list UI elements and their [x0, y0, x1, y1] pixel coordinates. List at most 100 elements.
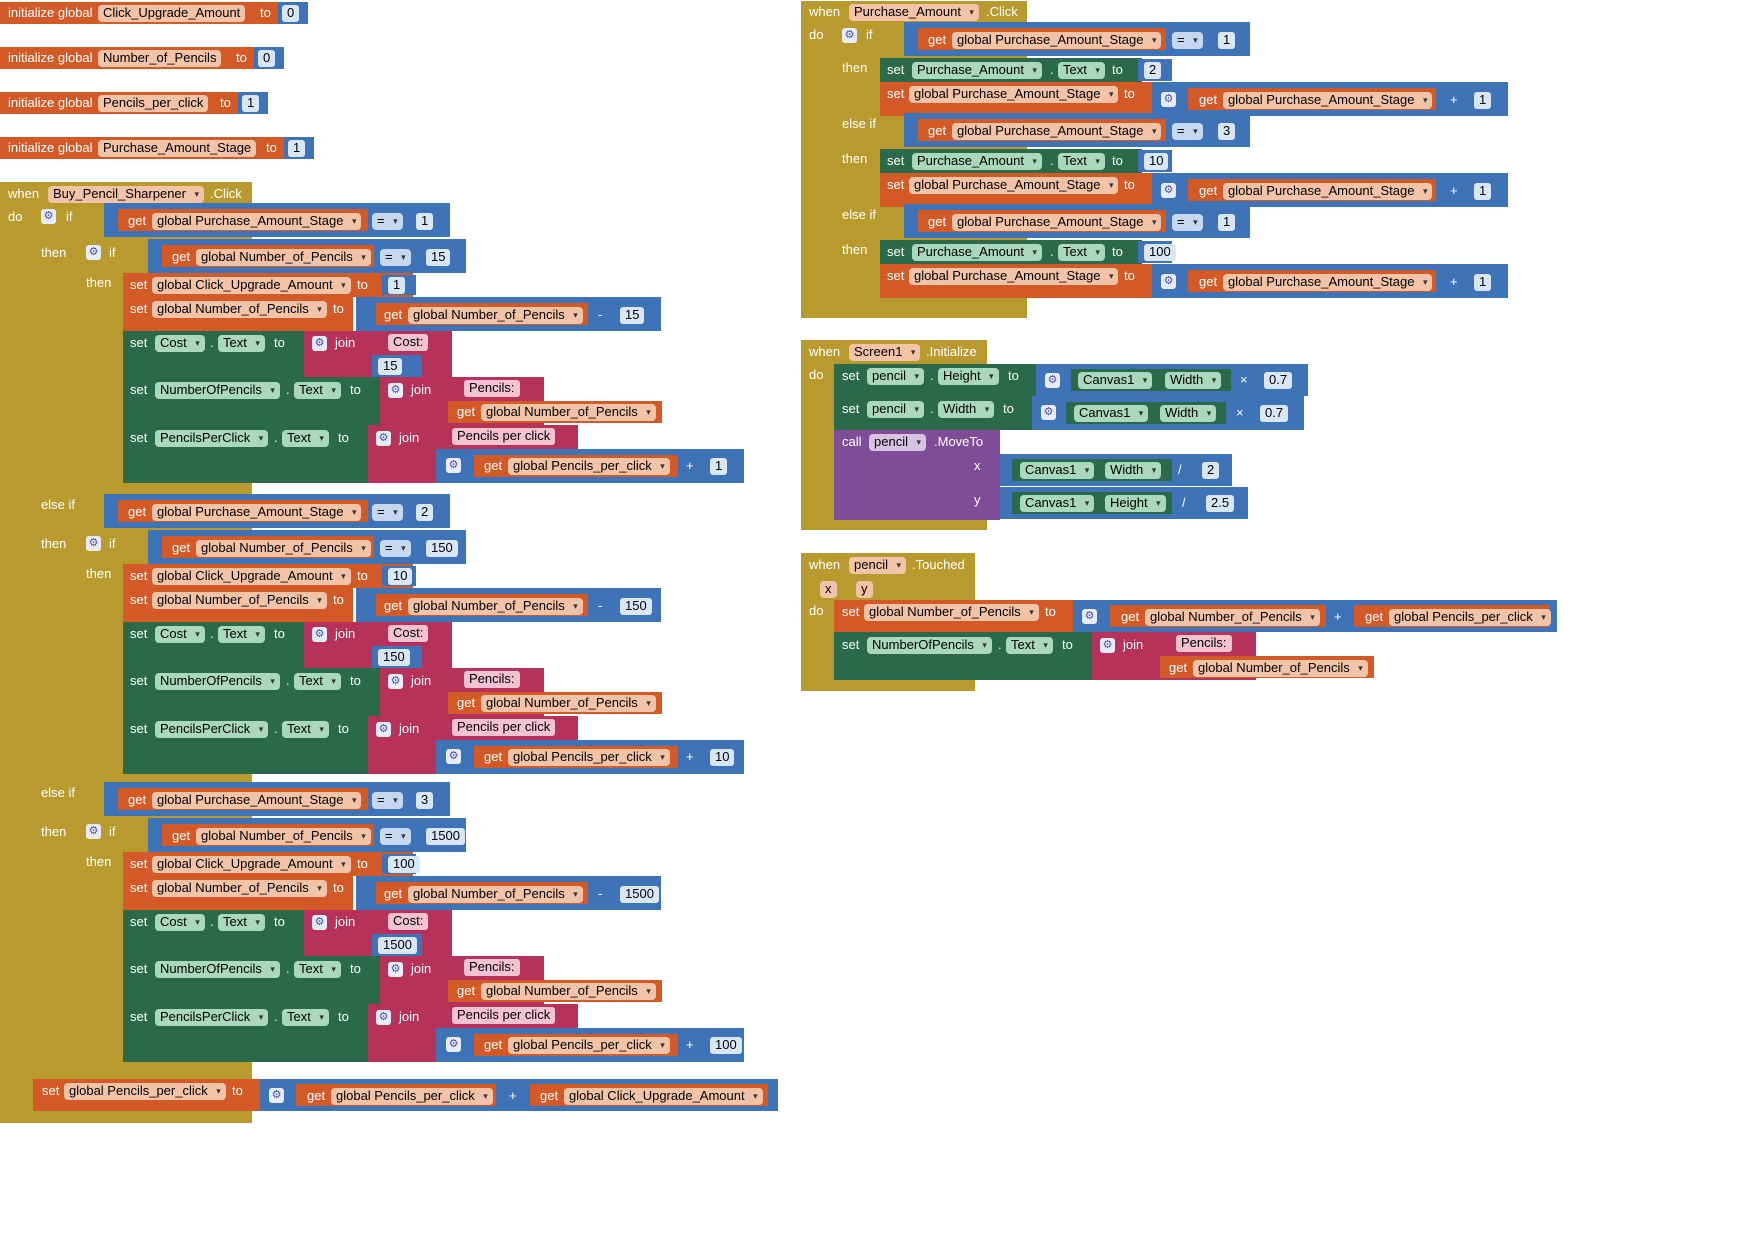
variable-dropdown[interactable]: global Pencils_per_click — [64, 1083, 226, 1100]
property-dropdown[interactable]: Text — [1058, 244, 1105, 261]
number-field[interactable]: 1 — [1474, 183, 1492, 200]
property-dropdown[interactable]: Text — [1006, 637, 1053, 654]
mutator-gear-icon[interactable]: ⚙ — [446, 1037, 461, 1052]
variable-dropdown[interactable]: global Number_of_Pencils — [196, 540, 371, 557]
number-field[interactable]: 150 — [620, 598, 652, 615]
compare-operator-dropdown[interactable]: = — [372, 504, 403, 521]
mutator-gear-icon[interactable]: ⚙ — [41, 209, 56, 224]
text-field[interactable]: Pencils: — [464, 380, 520, 397]
component-dropdown[interactable]: Purchase_Amount — [912, 153, 1042, 170]
component-dropdown[interactable]: pencil — [849, 557, 906, 574]
variable-dropdown[interactable]: global Number_of_Pencils — [408, 307, 583, 324]
mutator-gear-icon[interactable]: ⚙ — [388, 962, 403, 977]
property-dropdown[interactable]: Text — [1058, 153, 1105, 170]
component-dropdown[interactable]: Canvas1 — [1020, 462, 1095, 479]
variable-dropdown[interactable]: global Pencils_per_click — [331, 1088, 493, 1105]
text-field[interactable]: Cost: — [388, 334, 429, 351]
text-field[interactable]: Pencils: — [1176, 635, 1232, 652]
number-field[interactable]: 100 — [388, 856, 420, 873]
variable-dropdown[interactable]: global Number_of_Pencils — [864, 604, 1039, 621]
component-dropdown[interactable]: PencilsPerClick — [155, 1009, 269, 1026]
component-dropdown[interactable]: pencil — [867, 368, 924, 385]
variable-dropdown[interactable]: global Purchase_Amount_Stage — [1223, 92, 1433, 109]
number-field[interactable]: 1 — [1218, 32, 1236, 49]
variable-dropdown[interactable]: global Number_of_Pencils — [196, 828, 371, 845]
variable-dropdown[interactable]: global Number_of_Pencils — [481, 695, 656, 712]
component-dropdown[interactable]: Canvas1 — [1020, 495, 1095, 512]
variable-name-field[interactable]: Number_of_Pencils — [98, 50, 222, 67]
component-dropdown[interactable]: Canvas1 — [1078, 372, 1153, 389]
number-field[interactable]: 0.7 — [1264, 372, 1293, 389]
variable-dropdown[interactable]: global Click_Upgrade_Amount — [152, 568, 351, 585]
number-field[interactable]: 1500 — [620, 886, 659, 903]
property-dropdown[interactable]: Text — [294, 961, 341, 978]
number-field[interactable]: 10 — [710, 749, 735, 766]
text-field[interactable]: Pencils: — [464, 671, 520, 688]
variable-dropdown[interactable]: global Number_of_Pencils — [1145, 609, 1320, 626]
mutator-gear-icon[interactable]: ⚙ — [1161, 183, 1176, 198]
set-component-property-block[interactable] — [123, 910, 305, 956]
number-field[interactable]: 2.5 — [1206, 495, 1235, 512]
component-dropdown[interactable]: pencil — [869, 434, 926, 451]
number-field[interactable]: 1 — [1474, 274, 1492, 291]
property-dropdown[interactable]: Text — [1058, 62, 1105, 79]
property-dropdown[interactable]: Height — [1105, 495, 1166, 512]
set-component-property-block[interactable] — [123, 331, 305, 377]
number-field[interactable]: 150 — [426, 540, 458, 557]
component-dropdown[interactable]: NumberOfPencils — [155, 961, 280, 978]
compare-operator-dropdown[interactable]: = — [372, 792, 403, 809]
compare-operator-dropdown[interactable]: = — [1172, 123, 1203, 140]
component-dropdown[interactable]: pencil — [867, 401, 924, 418]
number-field[interactable]: 3 — [416, 792, 434, 809]
component-dropdown[interactable]: Cost — [155, 626, 205, 643]
number-field[interactable]: 1 — [288, 140, 306, 157]
mutator-gear-icon[interactable]: ⚙ — [269, 1088, 284, 1103]
mutator-gear-icon[interactable]: ⚙ — [446, 749, 461, 764]
variable-dropdown[interactable]: global Pencils_per_click — [508, 1037, 670, 1054]
mutator-gear-icon[interactable]: ⚙ — [86, 536, 101, 551]
variable-dropdown[interactable]: global Purchase_Amount_Stage — [952, 32, 1162, 49]
mutator-gear-icon[interactable]: ⚙ — [86, 824, 101, 839]
component-dropdown[interactable]: Purchase_Amount — [912, 62, 1042, 79]
number-field[interactable]: 0 — [282, 5, 300, 22]
mutator-gear-icon[interactable]: ⚙ — [842, 28, 857, 43]
variable-dropdown[interactable]: global Click_Upgrade_Amount — [564, 1088, 763, 1105]
component-dropdown[interactable]: Canvas1 — [1074, 405, 1149, 422]
number-field[interactable]: 15 — [426, 249, 451, 266]
mutator-gear-icon[interactable]: ⚙ — [1082, 609, 1097, 624]
number-field[interactable]: 1 — [710, 458, 728, 475]
mutator-gear-icon[interactable]: ⚙ — [376, 431, 391, 446]
set-component-property-block[interactable] — [123, 622, 305, 668]
text-field[interactable]: Cost: — [388, 625, 429, 642]
variable-dropdown[interactable]: global Number_of_Pencils — [152, 880, 327, 897]
variable-dropdown[interactable]: global Number_of_Pencils — [1193, 660, 1368, 677]
mutator-gear-icon[interactable]: ⚙ — [1161, 92, 1176, 107]
variable-dropdown[interactable]: global Number_of_Pencils — [408, 598, 583, 615]
parameter-y[interactable]: y — [856, 581, 873, 598]
mutator-gear-icon[interactable]: ⚙ — [1045, 373, 1060, 388]
variable-dropdown[interactable]: global Purchase_Amount_Stage — [952, 123, 1162, 140]
text-field[interactable]: Pencils per click — [452, 428, 556, 445]
number-field[interactable]: 0 — [258, 50, 276, 67]
number-field[interactable]: 2 — [1202, 462, 1220, 479]
mutator-gear-icon[interactable]: ⚙ — [1041, 405, 1056, 420]
property-dropdown[interactable]: Text — [294, 382, 341, 399]
variable-dropdown[interactable]: global Purchase_Amount_Stage — [909, 268, 1119, 285]
property-dropdown[interactable]: Text — [282, 721, 329, 738]
property-dropdown[interactable]: Text — [294, 673, 341, 690]
variable-dropdown[interactable]: global Pencils_per_click — [508, 458, 670, 475]
number-field[interactable]: 1500 — [426, 828, 465, 845]
mutator-gear-icon[interactable]: ⚙ — [376, 722, 391, 737]
property-dropdown[interactable]: Width — [938, 401, 995, 418]
text-field[interactable]: Pencils: — [464, 959, 520, 976]
property-dropdown[interactable]: Text — [218, 914, 265, 931]
property-dropdown[interactable]: Text — [282, 1009, 329, 1026]
property-dropdown[interactable]: Width — [1105, 462, 1162, 479]
mutator-gear-icon[interactable]: ⚙ — [1161, 274, 1176, 289]
number-field[interactable]: 15 — [620, 307, 645, 324]
variable-name-field[interactable]: Purchase_Amount_Stage — [98, 140, 257, 157]
variable-dropdown[interactable]: global Purchase_Amount_Stage — [1223, 183, 1433, 200]
mutator-gear-icon[interactable]: ⚙ — [312, 915, 327, 930]
number-field[interactable]: 2 — [1144, 62, 1162, 79]
